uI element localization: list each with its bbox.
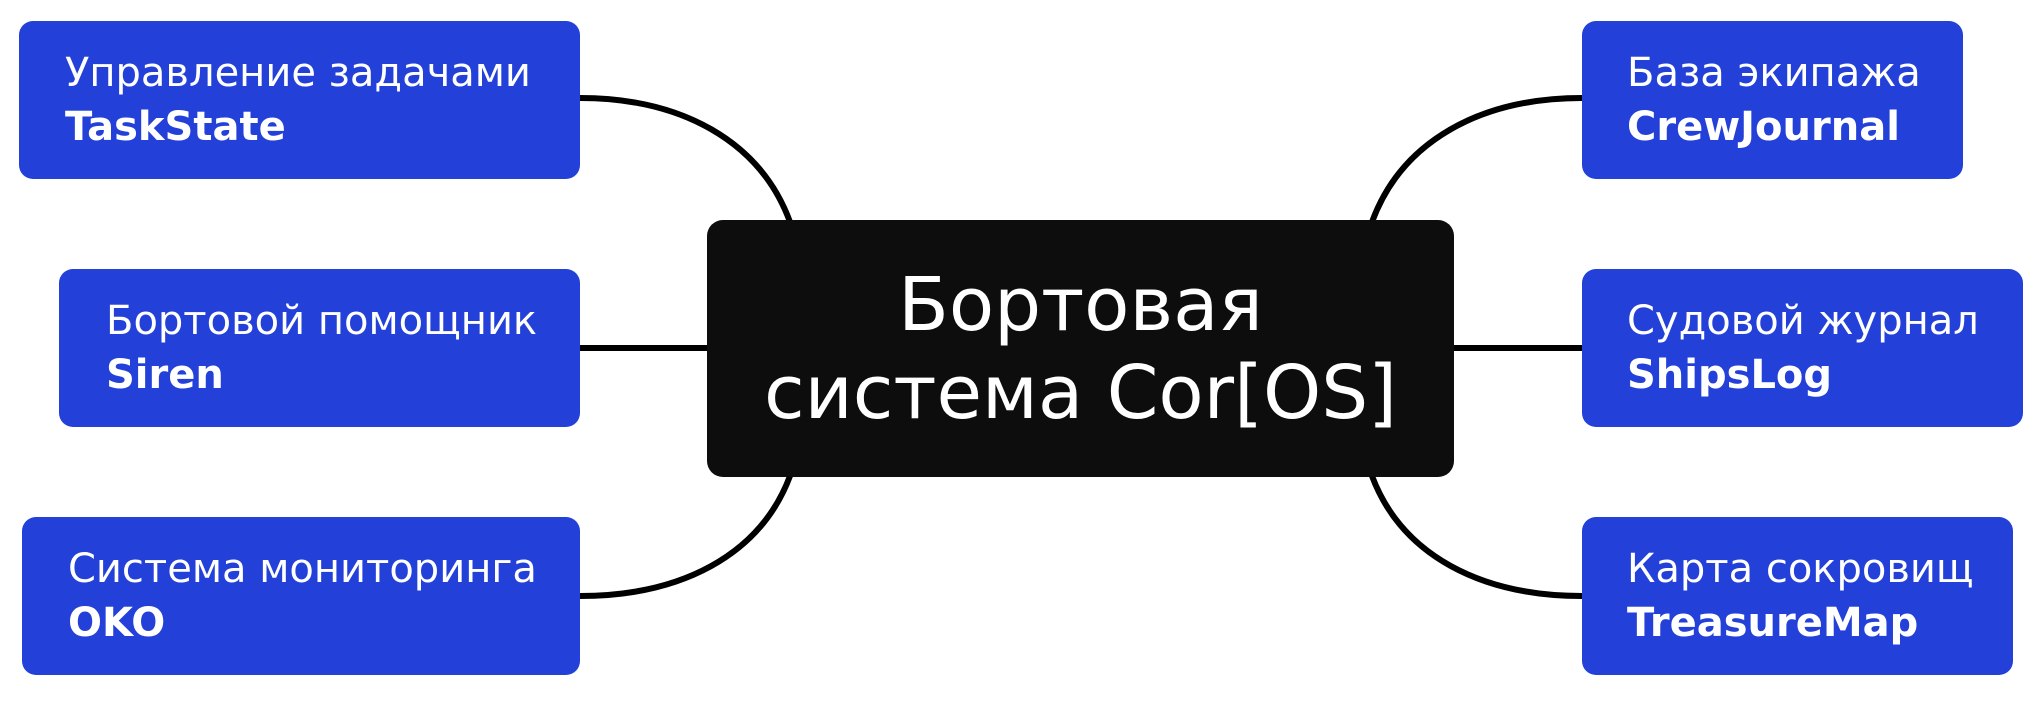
node-product-name: Siren [106, 352, 224, 398]
node-product-name: TaskState [65, 104, 286, 150]
node-siren: Бортовой помощник Siren [59, 269, 580, 427]
center-node: Бортовая система Cor[OS] [707, 220, 1454, 477]
node-treasuremap: Карта сокровищ TreasureMap [1582, 517, 2013, 675]
node-crewjournal: База экипажа CrewJournal [1582, 21, 1963, 179]
node-taskstate: Управление задачами TaskState [19, 21, 580, 179]
connector-treasuremap [1369, 474, 1583, 599]
node-oko: Система мониторинга OKO [22, 517, 580, 675]
node-shipslog: Судовой журнал ShipsLog [1582, 269, 2023, 427]
node-title: База экипажа [1627, 50, 1921, 96]
node-title: Судовой журнал [1627, 298, 1979, 344]
node-product-name: CrewJournal [1627, 104, 1900, 150]
center-node-line1: Бортовая [898, 261, 1263, 348]
connector-crewjournal [1369, 95, 1583, 224]
node-title: Управление задачами [65, 50, 531, 96]
node-product-name: TreasureMap [1627, 600, 1919, 646]
node-product-name: ShipsLog [1627, 352, 1833, 398]
connector-taskstate [579, 95, 793, 224]
node-product-name: OKO [68, 600, 166, 646]
center-node-line2: система Cor[OS] [763, 349, 1398, 436]
node-title: Бортовой помощник [106, 298, 538, 344]
node-title: Карта сокровищ [1627, 546, 1974, 592]
node-title: Система мониторинга [68, 546, 537, 592]
connector-oko [579, 474, 793, 599]
